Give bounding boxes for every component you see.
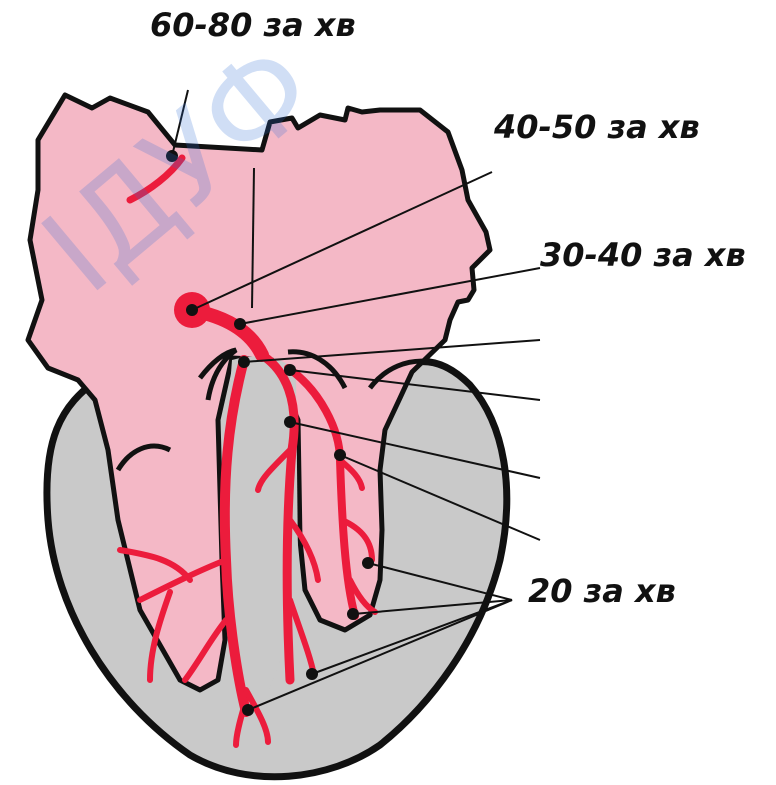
label-sa-node-rate: 60-80 за хв xyxy=(150,6,356,44)
label-av-node-rate: 40-50 за хв xyxy=(493,108,700,146)
label-purkinje-rate: 20 за хв xyxy=(528,572,676,610)
label-his-bundle-rate: 30-40 за хв xyxy=(540,236,746,274)
